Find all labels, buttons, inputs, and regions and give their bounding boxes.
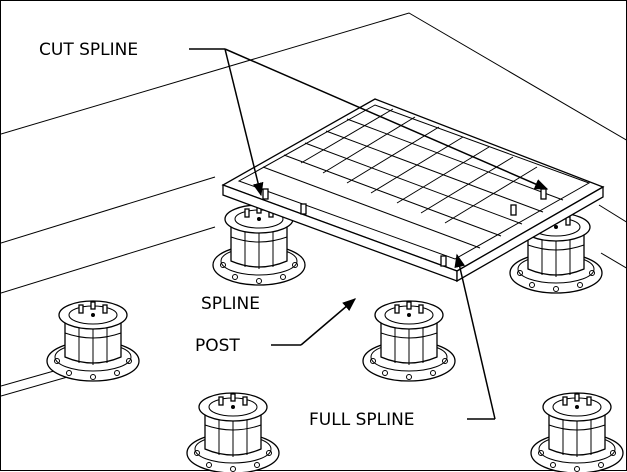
pedestal-center	[362, 300, 456, 382]
leader-lines	[189, 48, 549, 420]
pedestal-left	[46, 300, 140, 382]
deck-panel	[221, 98, 605, 283]
pedestal-front-right	[530, 392, 624, 472]
label-spline-post-line2: POST	[195, 336, 240, 356]
label-spline-post-line1: SPLINE	[201, 294, 260, 314]
label-cut-spline: CUT SPLINE	[39, 40, 138, 60]
label-full-spline: FULL SPLINE	[309, 410, 415, 430]
pedestal-front-left	[186, 392, 280, 472]
floor-outline	[1, 12, 627, 397]
